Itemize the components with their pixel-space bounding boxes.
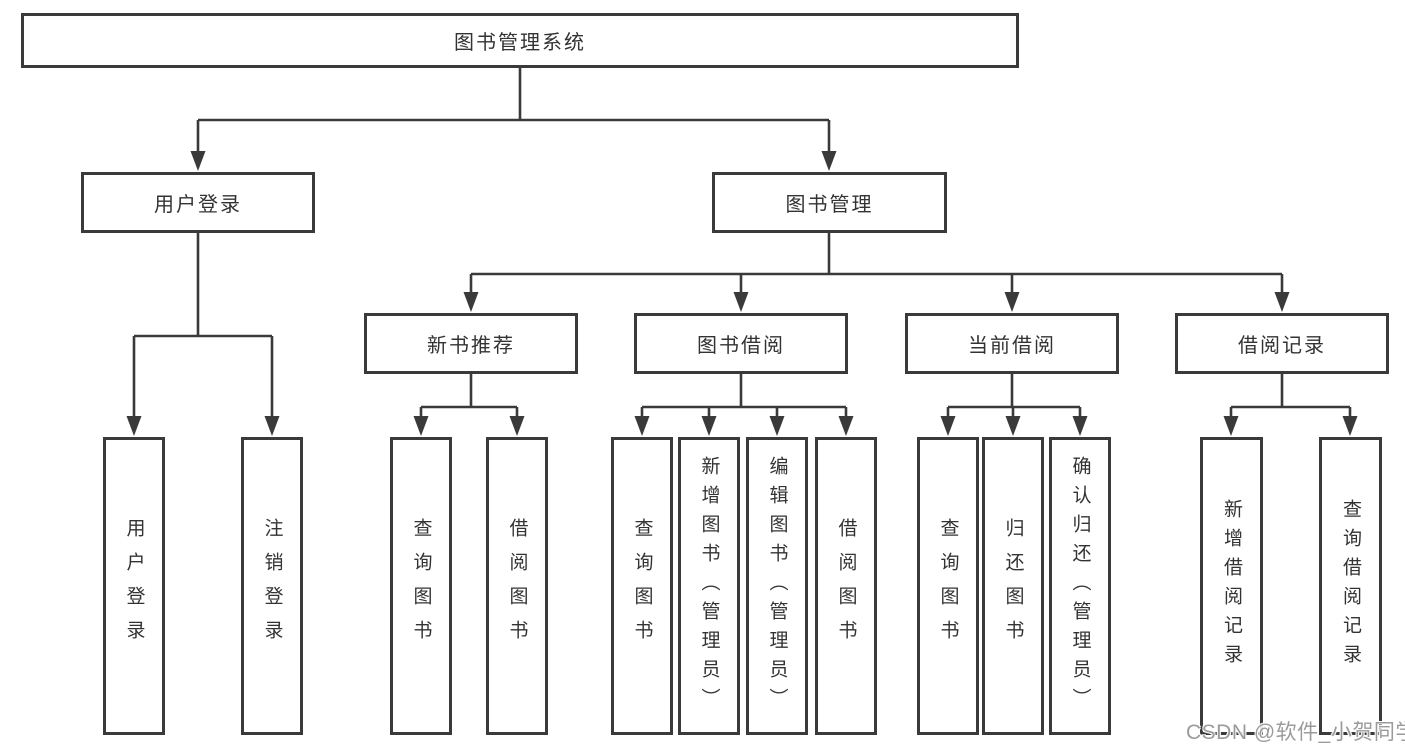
connector-book-borrow-to-leaves: [640, 374, 848, 418]
leaf-add-borrow-record-label: 新增借阅记录: [1221, 499, 1242, 673]
csdn-watermark: CSDN @软件_小贺同学: [1186, 721, 1405, 744]
leaf-query-borrow-record: 查询借阅记录: [1319, 437, 1382, 735]
node-new-book-recommend-label: 新书推荐: [427, 335, 515, 357]
node-book-management-label: 图书管理: [785, 194, 874, 216]
leaf-query-books-2-label: 查询图书: [631, 518, 653, 654]
node-borrow-record: 借阅记录: [1175, 313, 1389, 374]
arrowheads: [126, 151, 1358, 436]
leaf-edit-books-admin-label: 编辑图书（管理员）: [766, 455, 788, 717]
leaf-query-books-1: 查询图书: [390, 437, 452, 735]
leaf-user-login-label: 用户登录: [123, 518, 145, 654]
leaf-borrow-books-2: 借阅图书: [815, 437, 877, 735]
leaf-borrow-books-1: 借阅图书: [486, 437, 548, 735]
leaf-query-borrow-record-label: 查询借阅记录: [1340, 499, 1361, 673]
leaf-query-books-3: 查询图书: [917, 437, 979, 735]
leaf-logout: 注销登录: [241, 437, 303, 735]
node-borrow-record-label: 借阅记录: [1238, 335, 1326, 357]
leaf-add-books-admin: 新增图书（管理员）: [678, 437, 740, 735]
connector-borrow-record-to-leaves: [1229, 374, 1352, 418]
node-user-login: 用户登录: [81, 172, 315, 233]
node-root-label: 图书管理系统: [454, 32, 586, 54]
leaf-add-borrow-record: 新增借阅记录: [1200, 437, 1263, 735]
leaf-return-books: 归还图书: [982, 437, 1044, 735]
leaf-query-books-1-label: 查询图书: [410, 518, 432, 654]
connector-current-borrow-to-leaves: [946, 374, 1082, 418]
leaf-borrow-books-2-label: 借阅图书: [835, 518, 857, 654]
leaf-query-books-3-label: 查询图书: [937, 518, 959, 654]
node-book-borrow: 图书借阅: [634, 313, 848, 374]
node-root: 图书管理系统: [21, 13, 1019, 68]
node-user-login-label: 用户登录: [154, 194, 242, 216]
node-current-borrow-label: 当前借阅: [968, 335, 1056, 357]
connector-root-to-level2: [196, 68, 831, 153]
leaf-borrow-books-1-label: 借阅图书: [506, 518, 528, 654]
node-book-management: 图书管理: [712, 172, 947, 233]
leaf-user-login: 用户登录: [103, 437, 165, 735]
node-book-borrow-label: 图书借阅: [697, 335, 785, 357]
connector-book-management-to-level3: [469, 233, 1284, 294]
leaf-query-books-2: 查询图书: [611, 437, 673, 735]
node-new-book-recommend: 新书推荐: [364, 313, 578, 374]
leaf-edit-books-admin: 编辑图书（管理员）: [746, 437, 808, 735]
node-current-borrow: 当前借阅: [905, 313, 1119, 374]
leaf-confirm-return-admin: 确认归还（管理员）: [1049, 437, 1111, 735]
leaf-logout-label: 注销登录: [261, 518, 283, 654]
leaf-return-books-label: 归还图书: [1002, 518, 1024, 654]
leaf-add-books-admin-label: 新增图书（管理员）: [698, 455, 720, 717]
leaf-confirm-return-admin-label: 确认归还（管理员）: [1069, 455, 1091, 717]
connector-new-book-recommend-to-leaves: [419, 374, 519, 418]
connector-user-login-to-leaves: [132, 233, 274, 418]
